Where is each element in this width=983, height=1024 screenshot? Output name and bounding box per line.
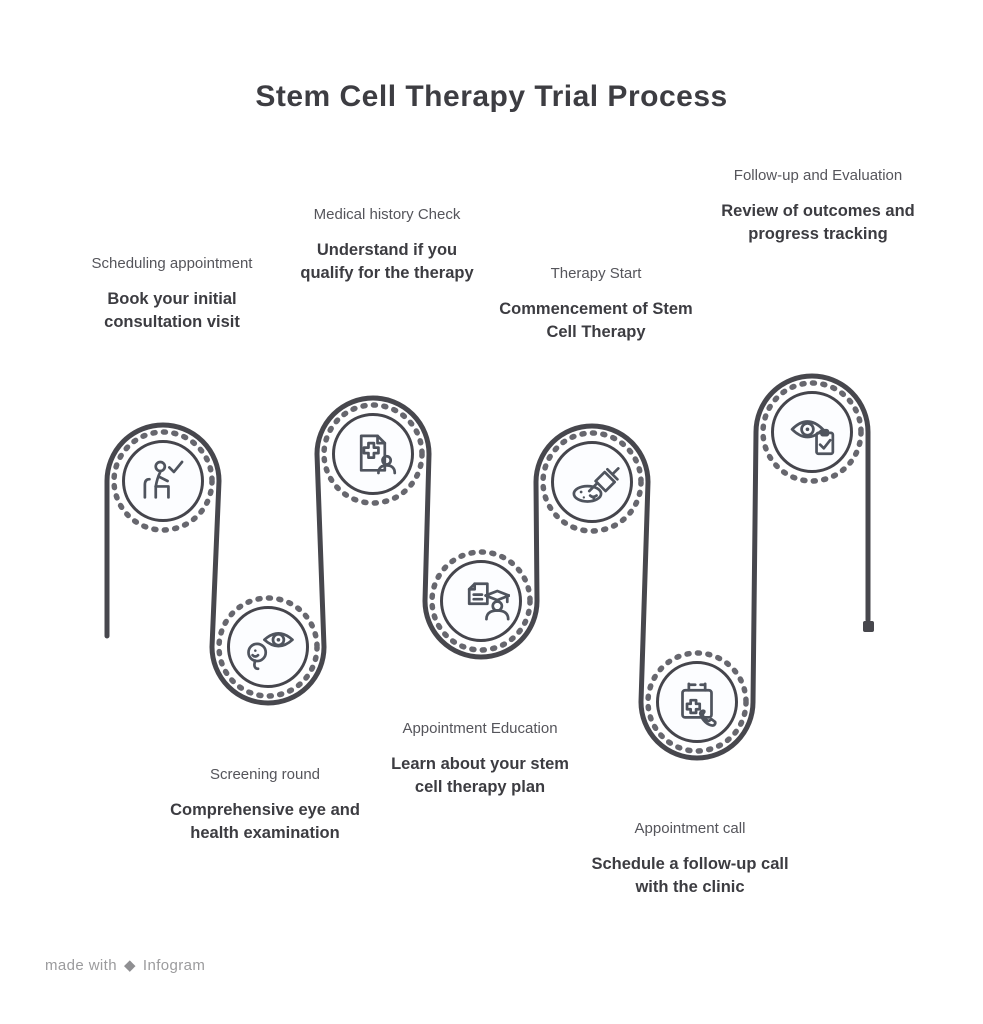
step-1-detail: Book your initial consultation visit (104, 289, 240, 331)
timeline-end-marker (863, 621, 874, 632)
step-6-detail: Schedule a follow-up call with the clini… (591, 854, 789, 896)
step-3-detail: Understand if you qualify for the therap… (300, 240, 474, 282)
step-6-node (656, 661, 738, 743)
step-2-text: Screening round Comprehensive eye and he… (170, 764, 360, 845)
step-7-label: Follow-up and Evaluation (733, 167, 903, 184)
step-5-detail: Commencement of Stem Cell Therapy (499, 299, 693, 341)
step-3-node (332, 413, 414, 495)
step-4-detail: Learn about your stem cell therapy plan (391, 754, 569, 796)
step-6-label: Appointment call (634, 820, 746, 837)
step-3-label: Medical history Check (313, 206, 461, 223)
timeline-path (104, 373, 871, 761)
step-7-detail: Review of outcomes and progress tracking (721, 201, 915, 243)
watermark-prefix: made with (45, 956, 117, 974)
calendar-phone-call-icon (681, 682, 717, 727)
step-3-text: Medical history Check Understand if you … (292, 204, 482, 285)
node-dotted-rings (111, 380, 864, 754)
step-1-node (122, 440, 204, 522)
eye-magnifier-exam-icon (247, 632, 294, 671)
step-4-label: Appointment Education (402, 720, 558, 737)
step-7-node (771, 391, 853, 473)
step-4-node (440, 560, 522, 642)
medical-record-patient-icon (359, 434, 397, 475)
syringe-petri-dish-icon (572, 467, 620, 503)
step-5-label: Therapy Start (550, 265, 642, 282)
step-2-node (227, 606, 309, 688)
step-2-detail: Comprehensive eye and health examination (170, 800, 360, 842)
page-title: Stem Cell Therapy Trial Process (255, 80, 728, 113)
eye-checklist-review-icon (790, 420, 835, 456)
step-1-text: Scheduling appointment Book your initial… (77, 253, 267, 334)
step-2-label: Screening round (209, 766, 321, 783)
step-6-text: Appointment call Schedule a follow-up ca… (590, 818, 790, 899)
watermark-brand: Infogram (142, 956, 206, 974)
diamond-logo-icon: ◆ (123, 957, 136, 974)
step-4-text: Appointment Education Learn about your s… (380, 718, 580, 799)
person-consultation-check-icon (143, 460, 184, 499)
step-7-text: Follow-up and Evaluation Review of outco… (718, 165, 918, 246)
step-1-label: Scheduling appointment (91, 255, 253, 272)
step-5-node (551, 441, 633, 523)
step-5-text: Therapy Start Commencement of Stem Cell … (496, 263, 696, 344)
patient-education-document-icon (467, 582, 510, 621)
watermark: made with ◆ Infogram (45, 956, 206, 975)
